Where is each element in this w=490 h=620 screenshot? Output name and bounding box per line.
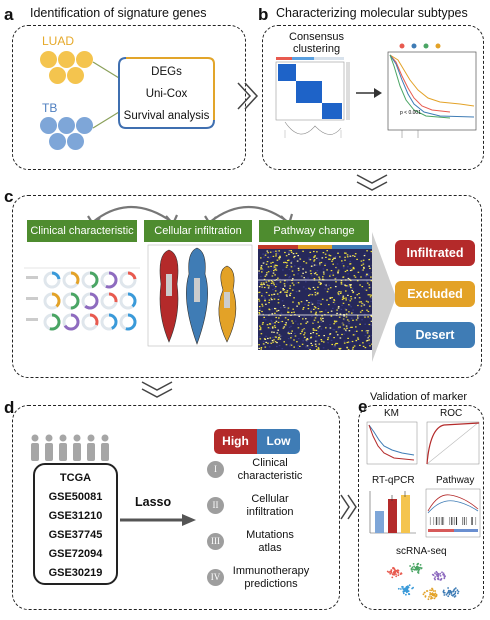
km-label: KM <box>384 408 399 419</box>
lasso-arrow <box>120 514 196 526</box>
header-clinical-characteristic: Clinical characteristic <box>27 220 137 242</box>
dataset-item: GSE50081 <box>48 491 103 503</box>
clinical-donut-table <box>24 262 140 340</box>
panel-e-label: e <box>358 397 368 416</box>
panel-e-title: Validation of marker <box>370 391 468 403</box>
method-survival: Survival analysis <box>123 110 210 122</box>
rtqpcr-bar-plot <box>369 491 416 534</box>
roman-numeral-3: III <box>207 533 224 550</box>
dataset-item: GSE31210 <box>48 510 103 522</box>
scrnaseq-label: scRNA-seq <box>396 546 447 557</box>
method-unicox: Uni-Cox <box>145 88 188 100</box>
dataset-item: GSE37745 <box>48 529 103 541</box>
tb-dot <box>40 117 57 134</box>
subtype-arrow <box>372 232 396 362</box>
header-pathway-change: Pathway change <box>259 220 369 242</box>
people-icon <box>31 434 109 461</box>
violin-plot <box>147 244 253 347</box>
panel-e <box>358 405 484 610</box>
analysis-item-mutations: Mutations atlas <box>246 529 294 554</box>
km-plot <box>366 421 418 465</box>
risk-high-badge: High <box>214 429 257 454</box>
panel-b-title: Characterizing molecular subtypes <box>276 6 468 20</box>
luad-dot <box>67 67 84 84</box>
roman-numeral-2: II <box>207 497 224 514</box>
panel-a <box>12 25 246 170</box>
tb-label: TB <box>42 101 58 115</box>
analysis-item-clinical: Clinical characteristic <box>237 457 303 482</box>
rtqpcr-label: RT-qPCR <box>372 475 415 486</box>
luad-dot <box>58 51 75 68</box>
panel-d-label: d <box>4 398 15 417</box>
dataset-item: GSE30219 <box>48 567 103 579</box>
subtype-excluded: Excluded <box>395 281 475 307</box>
panel-d <box>12 405 340 610</box>
panel-b-label: b <box>258 5 269 24</box>
luad-dot <box>40 51 57 68</box>
tb-dot <box>76 117 93 134</box>
luad-dot <box>49 67 66 84</box>
panel-a-label: a <box>4 5 14 24</box>
panel-a-title: Identification of signature genes <box>30 6 207 20</box>
pathway-label: Pathway <box>436 475 475 486</box>
roc-plot <box>426 421 480 465</box>
risk-low-badge: Low <box>257 429 300 454</box>
lasso-label: Lasso <box>135 495 172 509</box>
analysis-item-infiltration: Cellular infiltration <box>246 493 294 518</box>
dataset-item: GSE72094 <box>48 548 103 560</box>
roman-numeral-1: I <box>207 461 224 478</box>
panel-c <box>12 195 482 378</box>
consensus-clustering-label: Consensus clustering <box>289 31 345 55</box>
survival-km-plot: p < 0.001 <box>387 43 477 138</box>
subtype-desert: Desert <box>395 322 475 348</box>
method-degs: DEGs <box>151 66 182 78</box>
dataset-list: TCGA GSE50081 GSE31210 GSE37745 GSE72094… <box>33 463 118 585</box>
luad-dot <box>76 51 93 68</box>
luad-label: LUAD <box>42 34 75 48</box>
consensus-heatmap <box>275 57 350 138</box>
pathway-heatmap <box>258 245 372 350</box>
tb-dot <box>67 133 84 150</box>
tb-dot <box>49 133 66 150</box>
header-cellular-infiltration: Cellular infiltration <box>144 220 252 242</box>
dataset-item: TCGA <box>59 472 92 484</box>
analysis-item-immunotherapy: Immunotherapy predictions <box>232 565 310 590</box>
subtype-infiltrated: Infiltrated <box>395 240 475 266</box>
clustering-to-survival-arrow <box>356 88 382 98</box>
roc-label: ROC <box>440 408 463 419</box>
panel-b <box>262 25 484 170</box>
tb-dot <box>58 117 75 134</box>
chevron-right-icon <box>340 494 357 520</box>
chevron-down-icon <box>141 381 173 398</box>
scrnaseq-umap <box>386 562 460 601</box>
pathway-gsea-plot <box>425 488 481 538</box>
roman-numeral-4: IV <box>207 569 224 586</box>
chevron-down-icon <box>356 174 388 191</box>
survival-pvalue: p < 0.001 <box>400 110 421 116</box>
panel-c-label: c <box>4 187 14 206</box>
